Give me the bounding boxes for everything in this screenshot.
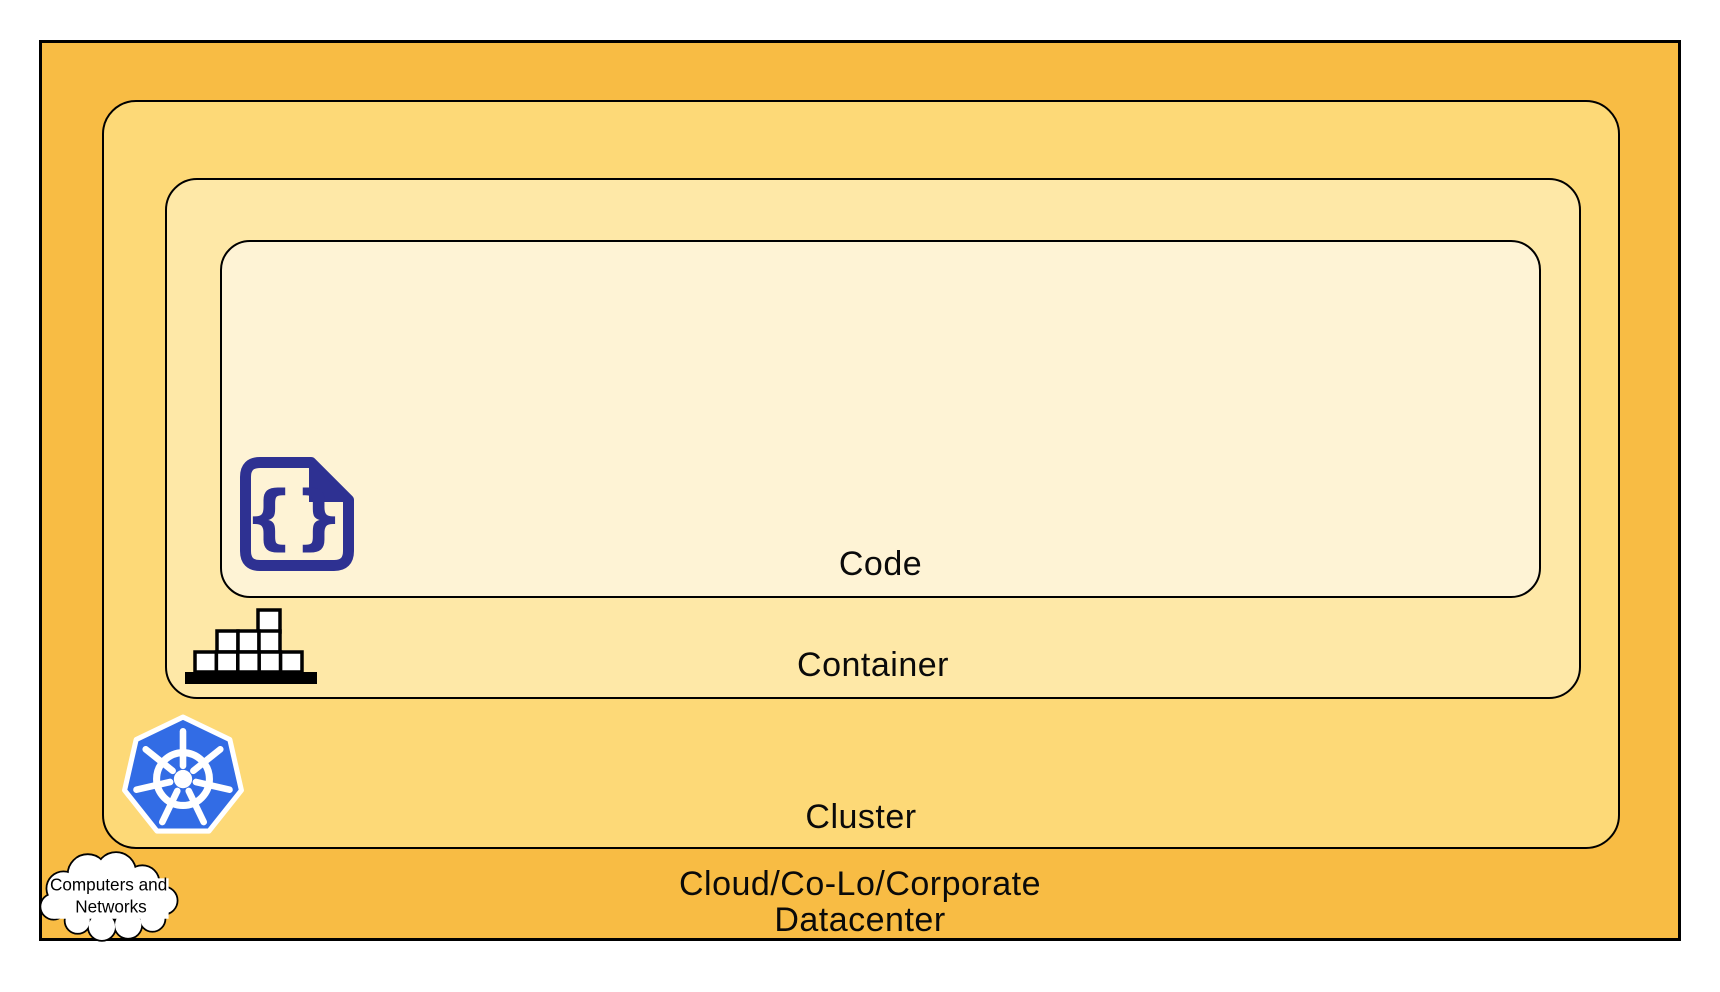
layer-code: Code [220,240,1541,598]
container-label: Container [797,646,949,684]
datacenter-label: Cloud/Co-Lo/Corporate Datacenter [42,866,1678,938]
cloud-label-line1: Computers and [50,874,167,894]
code-file-icon: {} [238,456,357,573]
cloud-icon: Computers and Networks [35,848,187,944]
kubernetes-helm-icon [119,712,247,840]
datacenter-label-line2: Datacenter [774,901,946,939]
layer-container: Code Container [165,178,1581,699]
layer-datacenter: Code Container Cluster Cloud/Co-Lo/Corpo… [39,40,1681,941]
container-stack-icon [183,606,319,686]
layer-cluster: Code Container Cluster [102,100,1620,849]
cloud-label-line2: Networks [75,897,147,917]
cluster-label: Cluster [805,798,917,836]
datacenter-label-line1: Cloud/Co-Lo/Corporate [678,865,1042,903]
svg-text:{}: {} [244,476,344,558]
cloud-label: Computers and Networks [50,874,172,916]
code-label: Code [838,545,923,583]
